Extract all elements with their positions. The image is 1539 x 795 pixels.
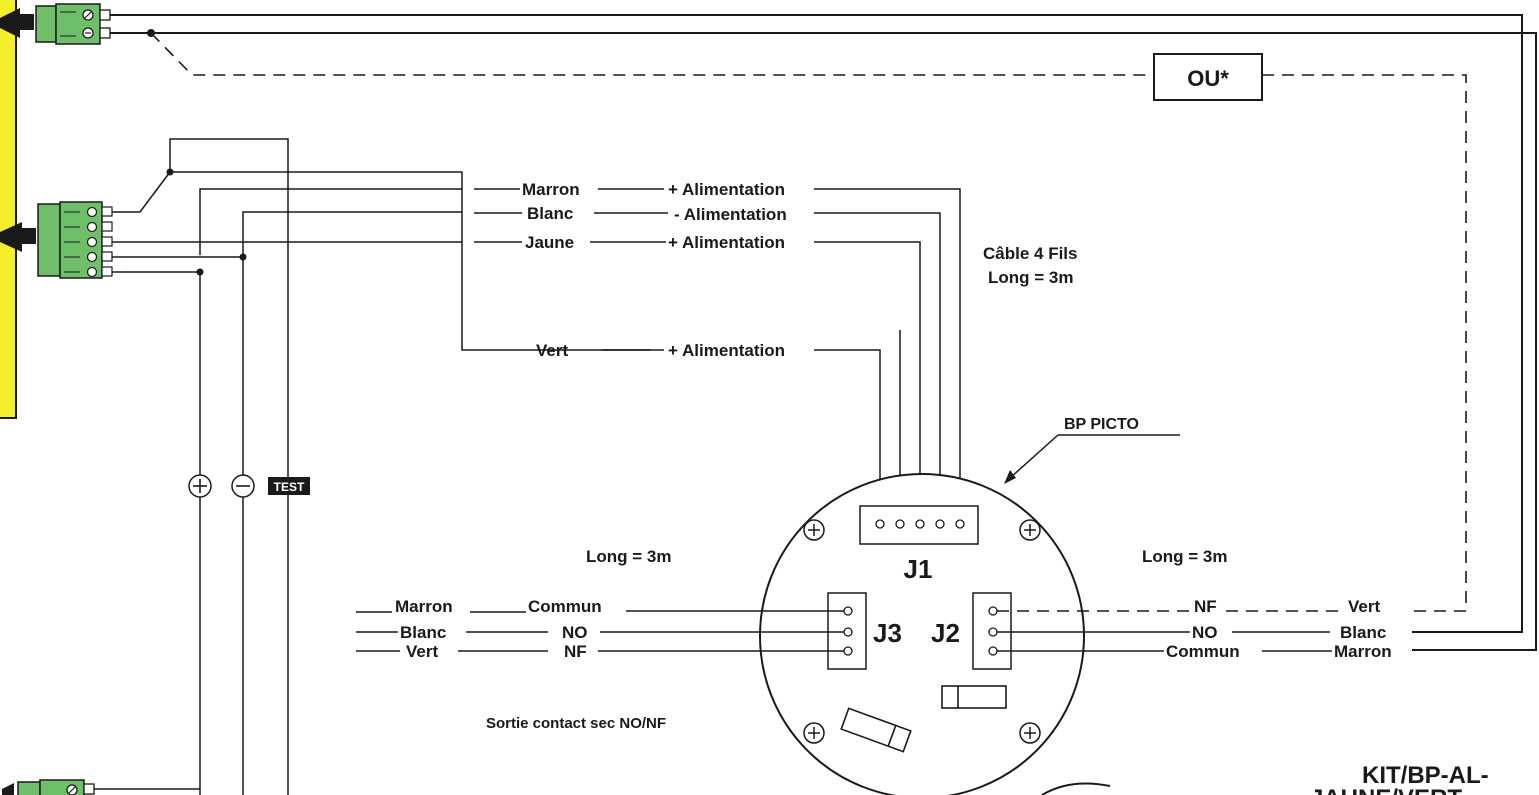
j2-label: J2: [931, 618, 960, 648]
footer-title-line1: KIT/BP-AL-: [1362, 762, 1489, 789]
screw-terminal-icon: [86, 221, 98, 233]
component-rect: [840, 707, 912, 753]
left-row-contact-0: Commun: [528, 597, 602, 616]
test-badge-label: TEST: [274, 480, 305, 494]
cable-note-line2: Long = 3m: [988, 268, 1073, 287]
screw-terminal-icon: [86, 236, 98, 248]
connector-terminal-block-icon: [17, 781, 41, 795]
right-output-rows: Long = 3m NF Vert NO Blanc Commun Marron: [997, 547, 1392, 661]
plus-symbol-icon: [188, 474, 212, 498]
ou-label: OU*: [1187, 66, 1229, 91]
footer-title-line2: JAUNE/VERT: [1310, 785, 1462, 795]
left-row-color-2: Vert: [406, 642, 438, 661]
supply-wire-color-0: Marron: [522, 180, 580, 199]
screw-terminal-icon: [86, 266, 98, 278]
screw-terminal-icon: [86, 251, 98, 263]
j1-label: J1: [904, 554, 933, 584]
yellow-panel: [0, 0, 17, 419]
connector-terminal-block-icon: [35, 5, 57, 43]
right-row-contact-1: NO: [1192, 623, 1218, 642]
right-row-contact-2: Commun: [1166, 642, 1240, 661]
top-wire-commun: [110, 32, 1537, 651]
supply-wire-color-3: Vert: [536, 341, 568, 360]
supply-wire-color-2: Jaune: [525, 233, 574, 252]
supply-wire-function-0: + Alimentation: [668, 180, 785, 199]
mounting-screw-icon: [1019, 519, 1041, 541]
supply-wire-function-2: + Alimentation: [668, 233, 785, 252]
supply-wire-rows: Marron + Alimentation Blanc - Alimentati…: [474, 180, 961, 516]
right-row-color-0: Vert: [1348, 597, 1380, 616]
test-badge: TEST: [268, 477, 310, 495]
middle-connector: [0, 201, 113, 279]
connector-terminal-block-icon: [37, 203, 61, 277]
device-name-label: BP PICTO: [1064, 416, 1139, 433]
j3-label: J3: [873, 618, 902, 648]
right-row-contact-0: NF: [1194, 597, 1217, 616]
mounting-screw-icon: [1019, 722, 1041, 744]
left-output-rows: Long = 3m Marron Commun Blanc NO Vert NF…: [356, 547, 844, 732]
top-connector: [0, 3, 111, 45]
right-row-color-2: Marron: [1334, 642, 1392, 661]
right-row-color-1: Blanc: [1340, 623, 1386, 642]
top-wire-no: [110, 14, 1523, 633]
cable-note-line1: Câble 4 Fils: [983, 244, 1077, 263]
screw-terminal-icon: [86, 206, 98, 218]
minus-symbol-icon: [231, 474, 255, 498]
mounting-screw-icon: [803, 722, 825, 744]
left-row-contact-1: NO: [562, 623, 588, 642]
component-rect: [941, 685, 1007, 709]
left-row-color-0: Marron: [395, 597, 453, 616]
mounting-screw-icon: [803, 519, 825, 541]
supply-wire-color-1: Blanc: [527, 204, 573, 223]
dashed-alternative-wire: [150, 32, 1154, 76]
supply-wire-function-3: + Alimentation: [668, 341, 785, 360]
supply-wire-function-1: - Alimentation: [674, 205, 787, 224]
arrow-left-icon: [0, 222, 36, 252]
right-output-length: Long = 3m: [1142, 547, 1227, 566]
left-output-length: Long = 3m: [586, 547, 671, 566]
arrow-left-icon: [2, 783, 14, 795]
ou-box: OU*: [1153, 53, 1263, 101]
bp-picto-device: J1 J3 J2: [759, 473, 1085, 795]
arrow-pointer-icon: [1009, 434, 1059, 479]
bottom-connector: [2, 779, 200, 795]
left-output-caption: Sortie contact sec NO/NF: [486, 715, 666, 732]
left-row-contact-2: NF: [564, 642, 587, 661]
arrow-left-icon: [0, 8, 34, 38]
test-bus-line: [169, 138, 289, 795]
left-row-color-1: Blanc: [400, 623, 446, 642]
